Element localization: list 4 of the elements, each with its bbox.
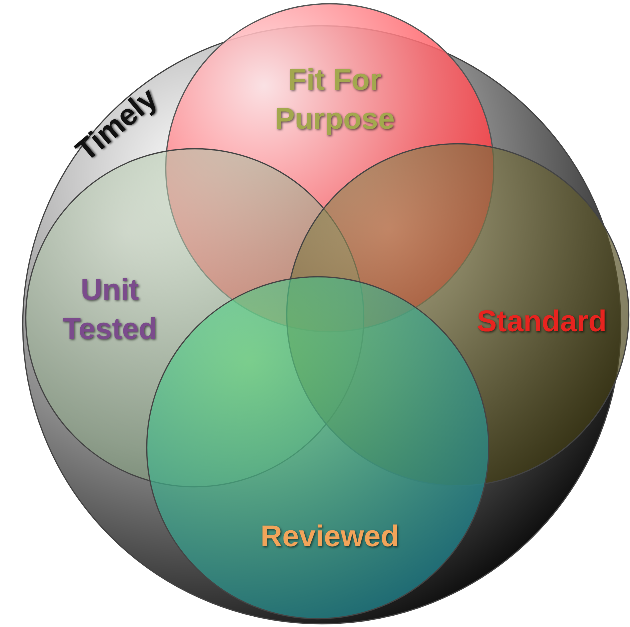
- circle-label: Unit Tested: [62, 273, 158, 348]
- circle-label: Reviewed: [260, 520, 400, 556]
- circle-label: Fit For Purpose: [274, 63, 396, 138]
- circle-label: Standard: [476, 304, 608, 340]
